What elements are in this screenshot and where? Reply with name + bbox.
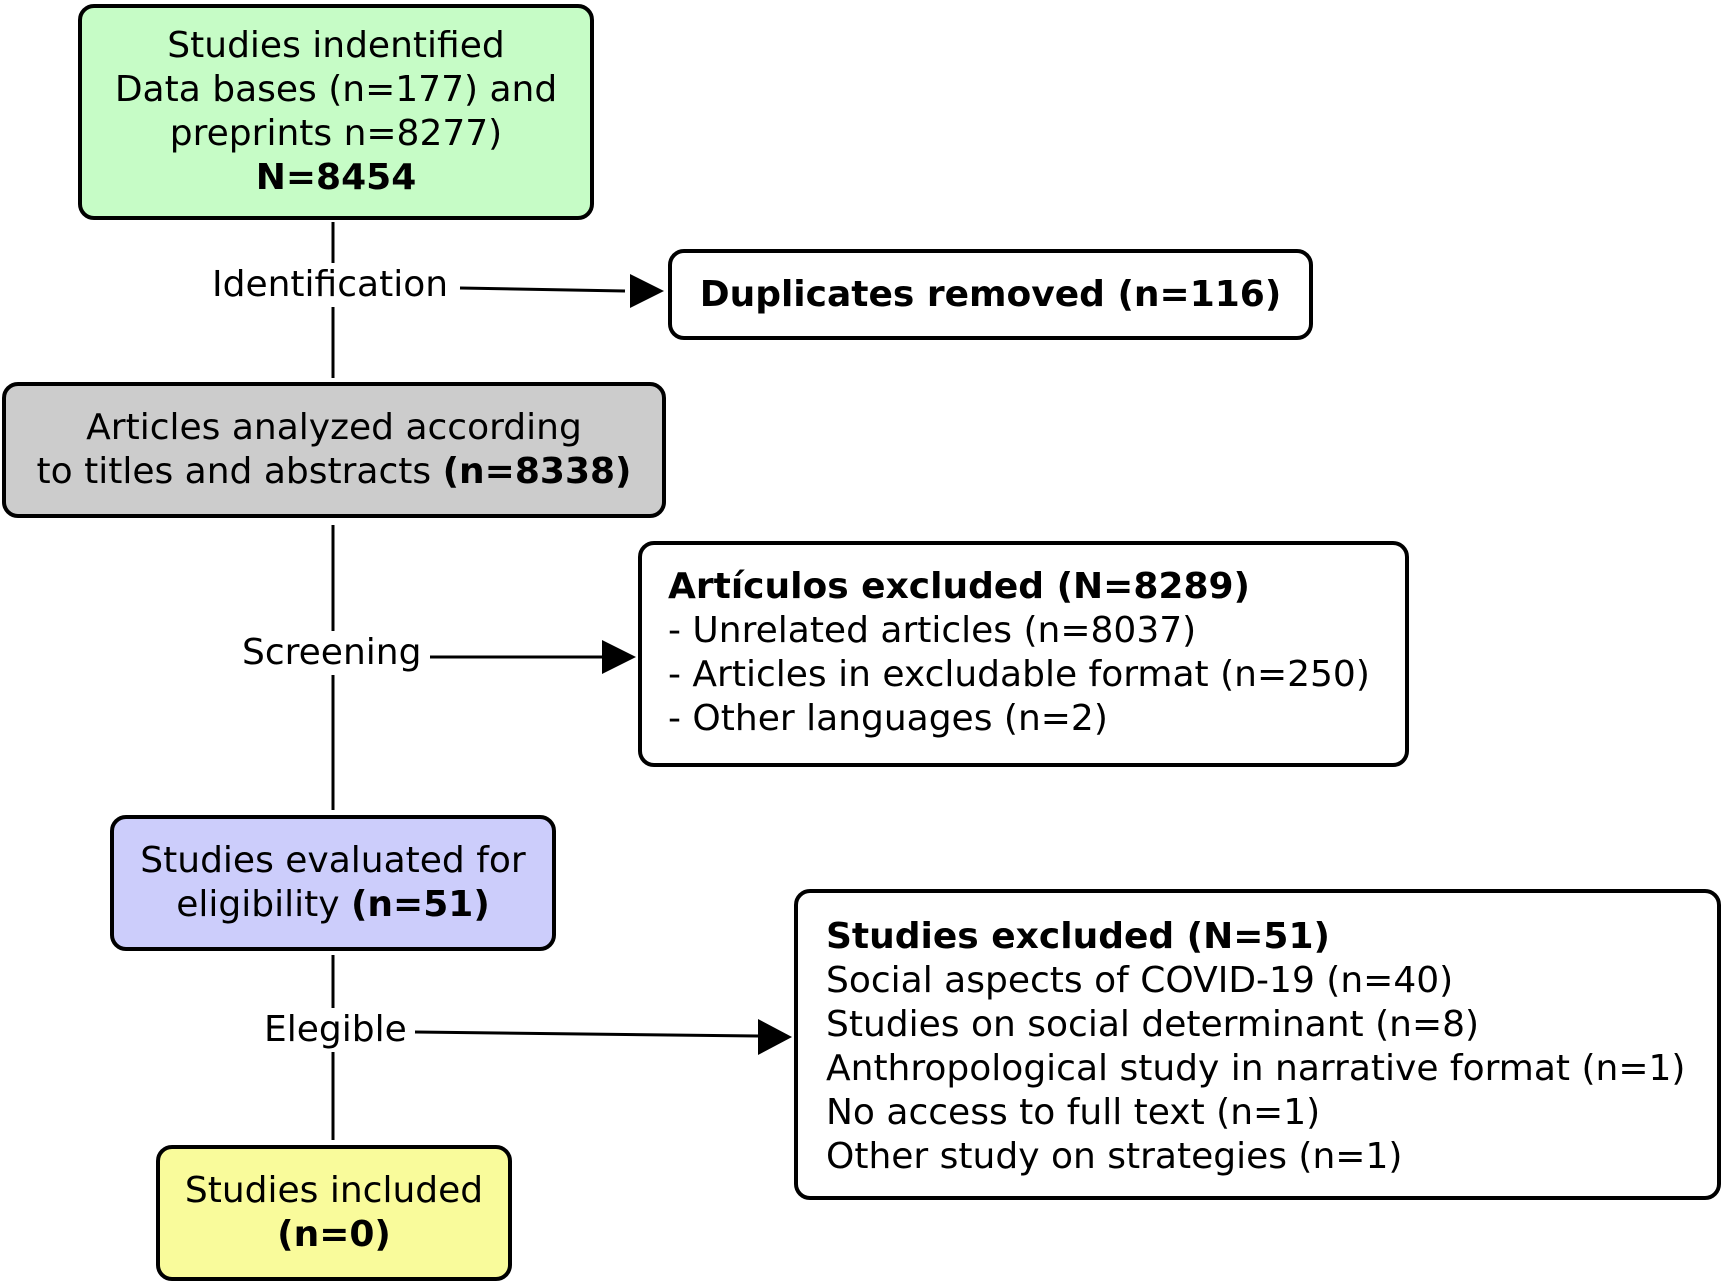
arrow-to-duplicates — [459, 286, 626, 293]
identified-line3: preprints n=8277) — [169, 113, 503, 154]
identified-line1: Studies indentified — [167, 25, 505, 66]
excluded-articles-item: - Unrelated articles (n=8037) — [668, 610, 1197, 651]
stage-label-eligible: Elegible — [258, 1008, 413, 1052]
arrowhead-duplicates — [630, 274, 664, 308]
excluded-studies-item: Other study on strategies (n=1) — [826, 1136, 1403, 1177]
included-box: Studies included (n=0) — [156, 1145, 512, 1281]
duplicates-text: Duplicates removed (n=116) — [699, 273, 1282, 315]
evaluated-count: (n=51) — [350, 884, 490, 925]
excluded-studies-item: Studies on social determinant (n=8) — [826, 1004, 1480, 1045]
excluded-studies-title: Studies excluded (N=51) — [826, 916, 1330, 957]
identified-box: Studies indentified Data bases (n=177) a… — [78, 4, 594, 220]
identified-line2: Data bases (n=177) and — [114, 69, 558, 110]
evaluated-line1: Studies evaluated for — [140, 840, 526, 881]
included-line1: Studies included — [184, 1170, 484, 1211]
analyzed-line1: Articles analyzed according — [86, 407, 582, 448]
arrowhead-excluded-articles — [602, 640, 636, 674]
excluded-articles-item: - Articles in excludable format (n=250) — [668, 654, 1370, 695]
excluded-studies-item: Anthropological study in narrative forma… — [826, 1048, 1686, 1089]
excluded-articles-item: - Other languages (n=2) — [668, 698, 1108, 739]
excluded-studies-item: No access to full text (n=1) — [826, 1092, 1321, 1133]
analyzed-line2: to titles and abstracts — [36, 451, 443, 492]
duplicates-box: Duplicates removed (n=116) — [668, 249, 1313, 340]
evaluated-line2: eligibility — [176, 884, 351, 925]
analyzed-count: (n=8338) — [442, 451, 632, 492]
excluded-studies-item: Social aspects of COVID-19 (n=40) — [826, 960, 1454, 1001]
included-count: (n=0) — [277, 1214, 391, 1255]
excluded-articles-title: Artículos excluded (N=8289) — [668, 566, 1250, 607]
stage-label-screening: Screening — [236, 631, 428, 675]
excluded-articles-box: Artículos excluded (N=8289) - Unrelated … — [638, 541, 1409, 767]
arrowhead-excluded-studies — [758, 1019, 792, 1055]
stage-label-identification: Identification — [206, 263, 455, 307]
identified-total: N=8454 — [255, 157, 417, 198]
arrow-to-excluded-studies — [414, 1030, 759, 1038]
excluded-studies-box: Studies excluded (N=51) Social aspects o… — [794, 889, 1721, 1200]
analyzed-box: Articles analyzed according to titles an… — [2, 382, 666, 518]
evaluated-box: Studies evaluated for eligibility (n=51) — [110, 815, 556, 951]
